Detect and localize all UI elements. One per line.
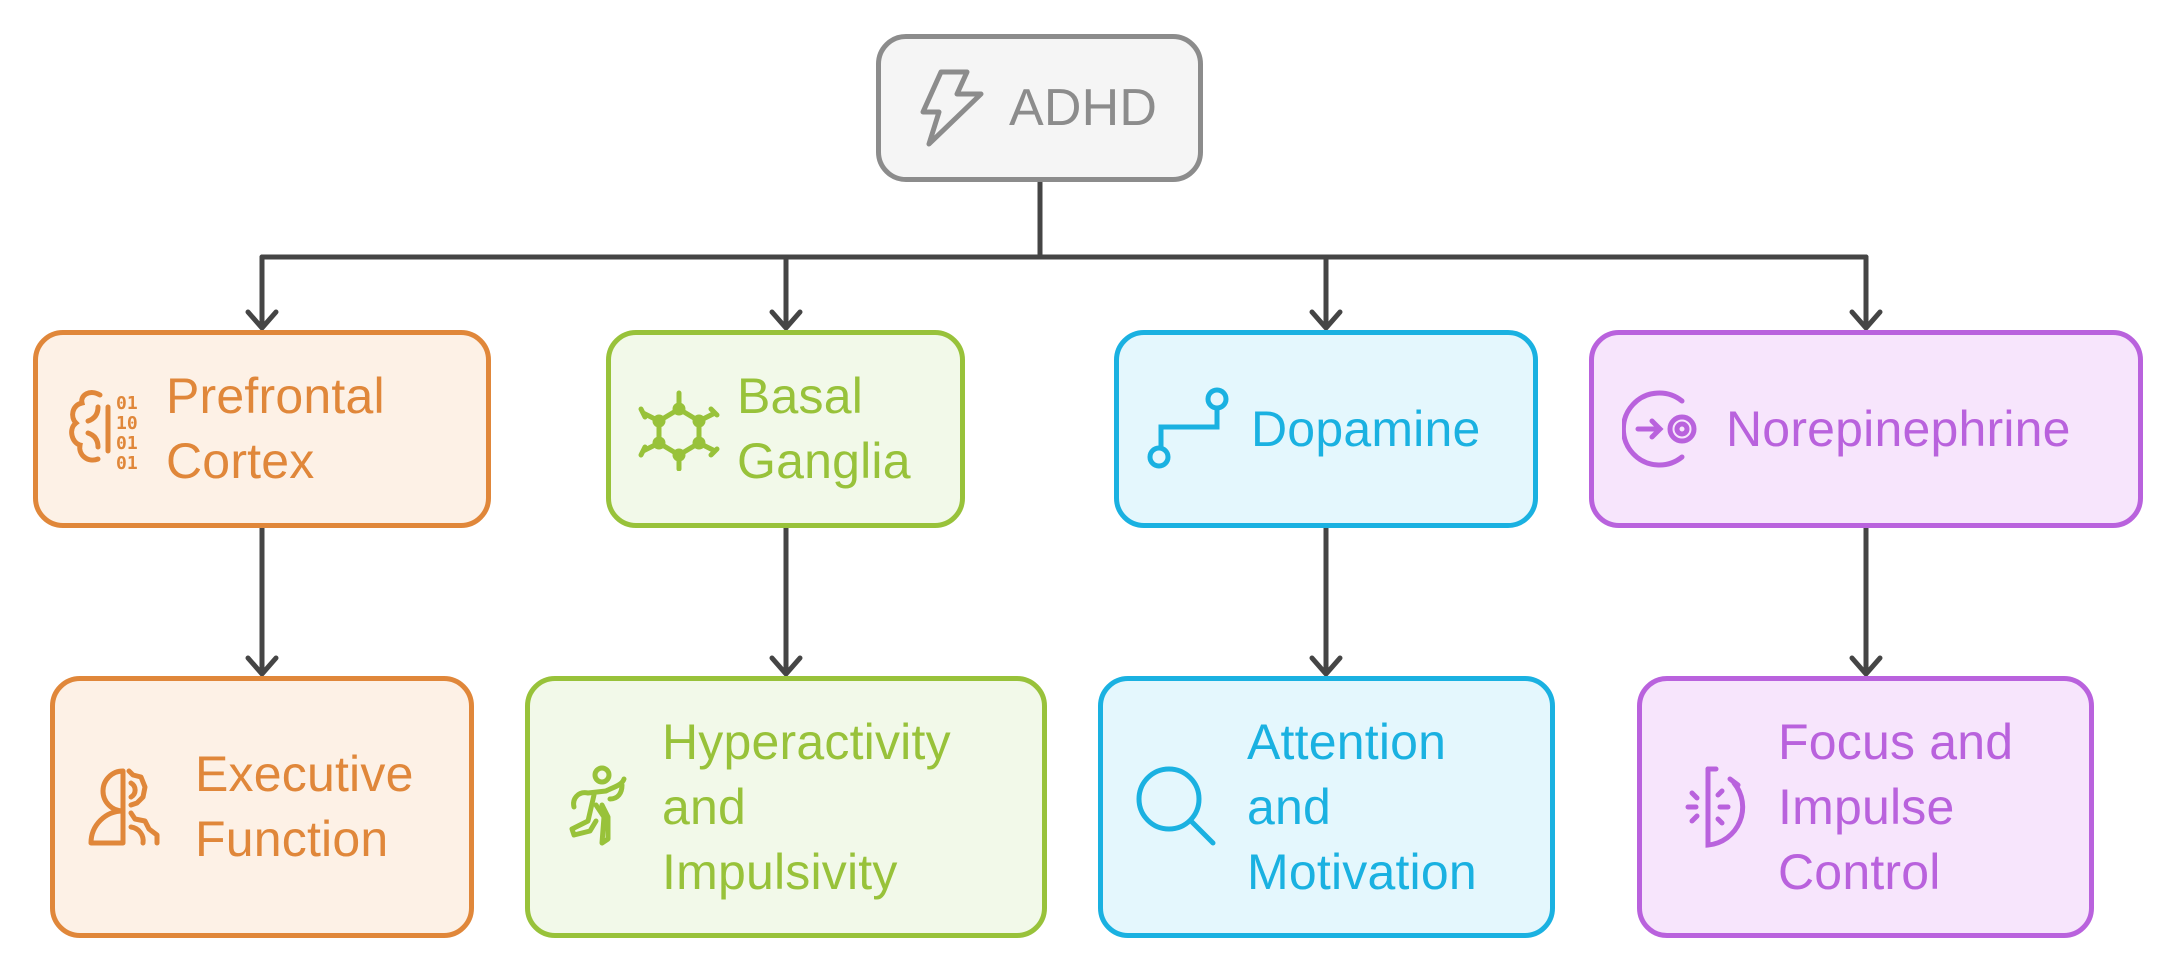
svg-text:01: 01 — [116, 433, 138, 454]
node-label: Basal Ganglia — [737, 368, 911, 489]
magnifier-icon — [1135, 765, 1219, 849]
svg-text:01: 01 — [116, 393, 138, 414]
head-gears-icon — [87, 765, 167, 849]
node-label: Attention and Motivation — [1247, 713, 1477, 900]
node-label: Hyperactivity and Impulsivity — [662, 713, 951, 900]
node-label: Focus and Impulse Control — [1778, 713, 2014, 900]
node-label: ADHD — [1009, 78, 1158, 137]
node-prefrontal-cortex[interactable]: 01 10 01 01 Prefrontal Cortex — [33, 330, 491, 528]
node-label: Executive Function — [195, 746, 414, 867]
node-executive-function[interactable]: Executive Function — [50, 676, 474, 938]
svg-text:01: 01 — [116, 453, 138, 471]
connector-norepi-focus — [1849, 525, 1883, 677]
connector-prefrontal-executive — [245, 525, 279, 677]
node-norepinephrine[interactable]: Norepinephrine — [1589, 330, 2143, 528]
connector-dopamine-attention — [1309, 525, 1343, 677]
node-label: Dopamine — [1251, 400, 1481, 457]
connector-to-basal — [769, 254, 803, 331]
node-focus-impulse-control[interactable]: Focus and Impulse Control — [1637, 676, 2094, 938]
pathway-icon — [1147, 387, 1231, 471]
connector-to-prefrontal — [245, 254, 279, 331]
running-person-icon — [566, 765, 632, 849]
node-label: Prefrontal Cortex — [166, 368, 385, 489]
lightning-bolt-icon — [919, 68, 985, 148]
node-attention-motivation[interactable]: Attention and Motivation — [1098, 676, 1555, 938]
target-focus-icon — [1622, 387, 1706, 471]
node-adhd[interactable]: ADHD — [876, 34, 1203, 182]
node-dopamine[interactable]: Dopamine — [1114, 330, 1538, 528]
svg-text:10: 10 — [116, 413, 138, 434]
molecule-icon — [637, 387, 721, 471]
node-hyperactivity-impulsivity[interactable]: Hyperactivity and Impulsivity — [525, 676, 1047, 938]
node-label: Norepinephrine — [1726, 400, 2071, 457]
connector-to-norepi — [1849, 254, 1883, 331]
stopwatch-icon — [1682, 765, 1748, 849]
connector-to-dopamine — [1309, 254, 1343, 331]
node-basal-ganglia[interactable]: Basal Ganglia — [606, 330, 965, 528]
connector-basal-hyper — [769, 525, 803, 677]
brain-binary-icon: 01 10 01 01 — [68, 387, 152, 471]
